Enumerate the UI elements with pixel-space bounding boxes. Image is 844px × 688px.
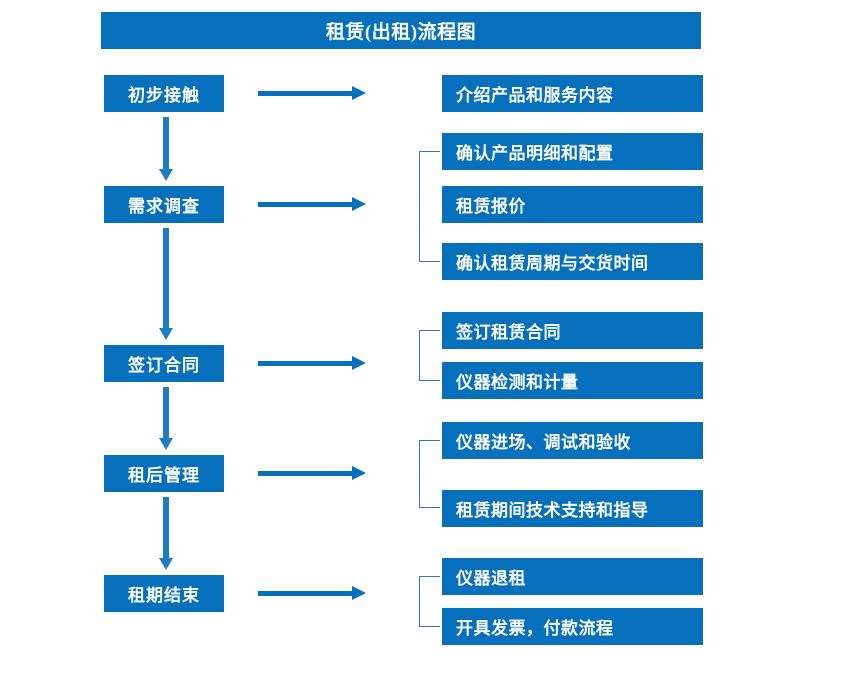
arrow-head-down-icon xyxy=(159,438,173,450)
vertical-arrow-stage2-to-stage3 xyxy=(159,228,173,340)
arrow-head-right-icon xyxy=(352,86,366,100)
arrow-shaft xyxy=(163,228,169,328)
detail-box-instrument-entry-commissioning-acceptance[interactable]: 仪器进场、调试和验收 xyxy=(442,422,703,459)
detail-box-sign-lease-contract[interactable]: 签订租赁合同 xyxy=(442,312,703,349)
detail-box-invoice-payment-process[interactable]: 开具发票，付款流程 xyxy=(442,608,703,645)
stage-box-post-lease-management[interactable]: 租后管理 xyxy=(104,455,224,492)
horizontal-arrow-stage4 xyxy=(258,466,366,480)
stage-box-sign-contract[interactable]: 签订合同 xyxy=(104,345,224,382)
group-bracket-demand-survey xyxy=(419,151,440,262)
arrow-head-down-icon xyxy=(159,169,173,181)
horizontal-arrow-stage3 xyxy=(258,356,366,370)
vertical-arrow-stage4-to-stage5 xyxy=(159,497,173,570)
vertical-arrow-stage1-to-stage2 xyxy=(159,117,173,181)
arrow-shaft xyxy=(258,591,352,596)
detail-box-instrument-return[interactable]: 仪器退租 xyxy=(442,558,703,595)
detail-box-confirm-lease-period-delivery[interactable]: 确认租赁周期与交货时间 xyxy=(442,243,703,280)
detail-box-confirm-product-details-config[interactable]: 确认产品明细和配置 xyxy=(442,133,703,170)
group-bracket-sign-contract xyxy=(419,330,440,381)
arrow-shaft xyxy=(258,202,352,207)
arrow-shaft xyxy=(258,471,352,476)
arrow-shaft xyxy=(163,387,169,438)
arrow-shaft xyxy=(258,361,352,366)
arrow-head-down-icon xyxy=(159,558,173,570)
arrow-shaft xyxy=(258,91,352,96)
arrow-shaft xyxy=(163,117,169,169)
detail-box-instrument-inspection-metrology[interactable]: 仪器检测和计量 xyxy=(442,362,703,399)
horizontal-arrow-stage2 xyxy=(258,197,366,211)
arrow-head-right-icon xyxy=(352,586,366,600)
stage-box-demand-survey[interactable]: 需求调查 xyxy=(104,186,224,223)
arrow-head-down-icon xyxy=(159,328,173,340)
arrow-shaft xyxy=(163,497,169,558)
detail-box-introduce-products-services[interactable]: 介绍产品和服务内容 xyxy=(442,75,703,112)
group-bracket-post-lease-management xyxy=(419,440,440,508)
page-title: 租赁(出租)流程图 xyxy=(101,12,701,49)
horizontal-arrow-stage5 xyxy=(258,586,366,600)
stage-box-initial-contact[interactable]: 初步接触 xyxy=(104,75,224,112)
group-bracket-lease-end xyxy=(419,576,440,627)
arrow-head-right-icon xyxy=(352,197,366,211)
detail-box-lease-quotation[interactable]: 租赁报价 xyxy=(442,186,703,223)
arrow-head-right-icon xyxy=(352,356,366,370)
stage-box-lease-end[interactable]: 租期结束 xyxy=(104,575,224,612)
arrow-head-right-icon xyxy=(352,466,366,480)
horizontal-arrow-stage1 xyxy=(258,86,366,100)
vertical-arrow-stage3-to-stage4 xyxy=(159,387,173,450)
detail-box-technical-support-guidance[interactable]: 租赁期间技术支持和指导 xyxy=(442,490,703,527)
